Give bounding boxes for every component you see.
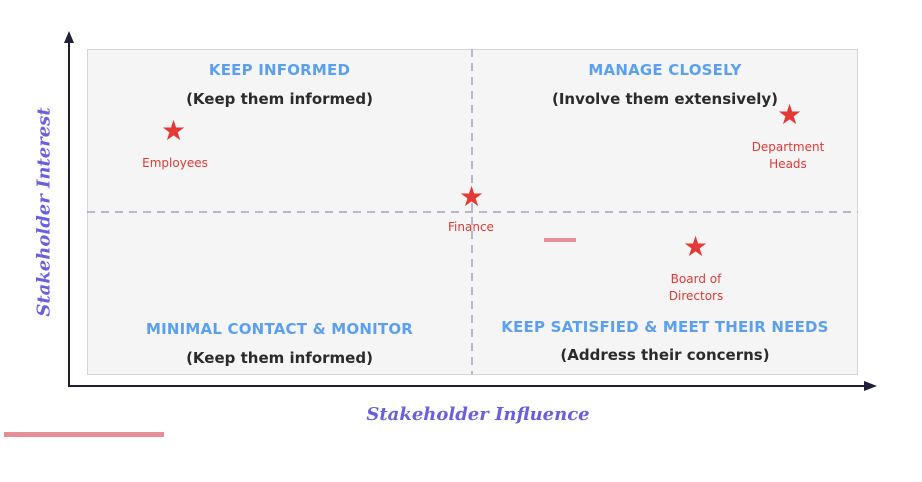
quadrant-subtitle-keep-informed: (Keep them informed) [186, 90, 373, 108]
y-axis-arrow-icon [64, 31, 74, 43]
quadrant-title-manage-closely: MANAGE CLOSELY [588, 61, 742, 79]
x-axis-title: Stakeholder Influence [366, 404, 590, 425]
stakeholder-label-employees: Employees [142, 156, 208, 170]
stakeholder-label-department-heads: Department Heads [751, 140, 825, 171]
quadrant-title-keep-satisfied: KEEP SATISFIED & MEET THEIR NEEDS [501, 318, 829, 336]
star-icon: ★ [777, 98, 803, 131]
quadrant-subtitle-keep-satisfied: (Address their concerns) [560, 346, 770, 364]
stakeholder-label-board-of-directors: Board of Directors [668, 272, 724, 303]
stakeholder-label-finance: Finance [448, 220, 494, 234]
star-icon: ★ [459, 180, 485, 213]
quadrant-subtitle-manage-closely: (Involve them extensively) [551, 90, 779, 108]
y-axis-title: Stakeholder Interest [33, 107, 55, 317]
star-icon: ★ [683, 230, 709, 263]
decorative-dash [544, 238, 576, 242]
quadrant-title-minimal-contact: MINIMAL CONTACT & MONITOR [145, 320, 414, 338]
decorative-bar [4, 432, 164, 437]
star-icon: ★ [161, 114, 187, 147]
x-axis-arrow-icon [864, 381, 877, 391]
quadrant-subtitle-minimal-contact: (Keep them informed) [186, 349, 373, 367]
quadrant-title-keep-informed: KEEP INFORMED [208, 61, 351, 79]
